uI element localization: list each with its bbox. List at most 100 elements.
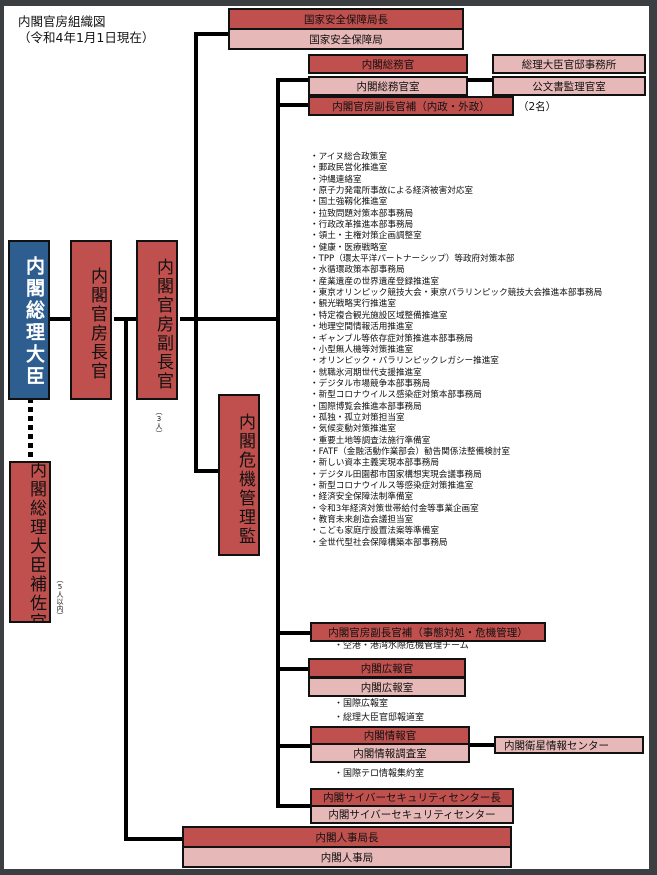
cyber-office-label: 内閣サイバーセキュリティセンター: [328, 809, 496, 821]
office-list-item: ・TPP（環太平洋パートナーシップ）等政府対策本部: [310, 254, 515, 265]
list-item: ・空港・港湾水際危機管理チーム: [334, 641, 469, 651]
offices-list: ・アイヌ総合政策室・郵政民営化推進室・沖縄連絡室・原子力発電所事故による経済被害…: [310, 152, 602, 549]
office-list-item: ・重要土地等調査法施行準備室: [310, 435, 431, 446]
connector-intel-satellite: [468, 743, 496, 747]
intelligence-sub-list: ・国際テロ情報集約室: [334, 768, 424, 782]
list-item: ・総理大臣官邸報道室: [334, 712, 425, 723]
list-item: ・国際テロ情報集約室: [334, 769, 425, 779]
office-list-item: ・FATF（金融活動作業部会）勧告関係法整備検討室: [310, 446, 511, 457]
office-list-item: ・全世代型社会保障構築本部事務局: [310, 537, 448, 548]
chief-cabinet-secretary-label: 内閣官房長官: [87, 267, 107, 381]
office-list-item: ・原子力発電所事故による経済被害対応室: [310, 186, 474, 197]
cyber-head-label: 内閣サイバーセキュリティセンター長: [323, 792, 501, 804]
prime-minister-box[interactable]: 内閣総理大臣: [8, 240, 50, 400]
connector-general-affairs: [276, 78, 310, 82]
asst-crisis-box[interactable]: 内閣官房副長官補（事態対処・危機管理）: [310, 622, 546, 642]
pr-office-box[interactable]: 内閣広報室: [308, 677, 466, 697]
cyber-office-box[interactable]: 内閣サイバーセキュリティセンター: [310, 805, 514, 824]
office-list-item: ・健康・医療戦略室: [310, 242, 388, 253]
office-list-item: ・デジタル田園都市国家構想実現会議事務局: [310, 469, 482, 480]
pr-head-label: 内閣広報官: [360, 662, 414, 675]
office-list-item: ・経済安全保障法制準備室: [310, 492, 414, 503]
satellite-center-box[interactable]: 内閣衛星情報センター: [494, 736, 644, 754]
pm-aides-box[interactable]: 内閣総理大臣補佐官: [9, 461, 51, 623]
personnel-head-label: 内閣人事局長: [315, 831, 379, 844]
public-records-office-label: 公文書監理官室: [532, 80, 606, 93]
office-list-item: ・観光戦略実行推進室: [310, 299, 396, 310]
pm-residence-office-label: 総理大臣官邸事務所: [521, 58, 617, 71]
office-list-item: ・拉致問題対策本部事務局: [310, 208, 414, 219]
connector-asst-domestic: [276, 103, 310, 107]
connector-pm-ccs: [48, 317, 72, 321]
general-affairs-head-box[interactable]: 内閣総務官: [308, 54, 468, 74]
office-list-item: ・地理空間情報活用推進室: [310, 322, 414, 333]
office-list-item: ・孤独・孤立対策担当室: [310, 412, 405, 423]
pr-office-label: 内閣広報室: [360, 681, 414, 694]
pr-head-box[interactable]: 内閣広報官: [308, 658, 466, 678]
connector-intelligence: [276, 744, 312, 748]
connector-right-trunk: [276, 78, 280, 808]
connector-pm-aides-dotted: [28, 398, 33, 460]
pm-aides-label: 内閣総理大臣補佐官: [26, 461, 46, 623]
connector-crisis-manager: [194, 469, 222, 473]
office-list-item: ・新型コロナウイルス等感染症対策推進室: [310, 480, 474, 491]
connector-main-trunk: [124, 317, 128, 841]
connector-ga-related: [466, 78, 496, 82]
title-date: （令和4年1月1日現在）: [18, 30, 155, 45]
satellite-center-label: 内閣衛星情報センター: [504, 739, 609, 752]
org-chart-page: 内閣官房組織図 （令和4年1月1日現在） 内閣総理大臣 内閣総理大臣補佐官 （5…: [4, 6, 649, 869]
office-list-item: ・東京オリンピック競技大会・東京パラリンピック競技大会推進本部事務局: [310, 288, 603, 299]
chief-cabinet-secretary-box[interactable]: 内閣官房長官: [70, 240, 112, 400]
pm-aides-note: （5人以内）: [56, 576, 64, 619]
title-text: 内閣官房組織図: [18, 14, 106, 29]
office-list-item: ・国土強靱化推進室: [310, 197, 388, 208]
office-list-item: ・新型コロナウイルス感染症対策本部事務局: [310, 390, 482, 401]
asst-domestic-foreign-note: （2名）: [518, 101, 557, 113]
office-list-item: ・就職氷河期世代支援推進室: [310, 367, 422, 378]
asst-crisis-label: 内閣官房副長官補（事態対処・危機管理）: [328, 626, 528, 639]
connector-nss: [194, 32, 230, 36]
nss-head-label: 国家安全保障局長: [304, 13, 388, 26]
office-list-item: ・気候変動対策推進室: [310, 424, 396, 435]
nss-office-label: 国家安全保障局: [309, 33, 383, 46]
intelligence-head-label: 内閣情報官: [363, 730, 417, 742]
office-list-item: ・国際博覧会推進本部事務局: [310, 401, 422, 412]
office-list-item: ・新しい資本主義実現本部事務局: [310, 458, 439, 469]
office-list-item: ・こども家庭庁設置法案等準備室: [310, 526, 439, 537]
connector-cyber: [276, 804, 312, 808]
list-item: ・国際広報室: [334, 699, 389, 709]
connector-asst-crisis: [276, 631, 312, 635]
office-list-item: ・産業遺産の世界遺産登録推進室: [310, 276, 439, 287]
chart-title: 内閣官房組織図 （令和4年1月1日現在）: [18, 14, 154, 46]
office-list-item: ・オリンピック・パラリンピックレガシー推進室: [310, 356, 499, 367]
asst-domestic-foreign-label: 内閣官房副長官補（内政・外政）: [332, 100, 490, 113]
personnel-office-box[interactable]: 内閣人事局: [182, 846, 512, 868]
intelligence-office-box[interactable]: 内閣情報調査室: [310, 743, 470, 763]
connector-dcs-right: [180, 317, 280, 321]
crisis-manager-label: 内閣危機管理監: [235, 412, 255, 546]
asst-domestic-foreign-box[interactable]: 内閣官房副長官補（内政・外政）: [308, 96, 514, 116]
nss-head-box[interactable]: 国家安全保障局長: [228, 8, 464, 30]
general-affairs-head-label: 内閣総務官: [361, 58, 415, 71]
pr-sub-list: ・国際広報室 ・総理大臣官邸報道室: [334, 698, 424, 725]
office-list-item: ・特定複合観光施設区域整備推進室: [310, 310, 448, 321]
intelligence-office-label: 内閣情報調査室: [353, 747, 427, 760]
office-list-item: ・小型無人機等対策推進室: [310, 344, 414, 355]
office-list-item: ・郵政民営化推進室: [310, 163, 388, 174]
crisis-manager-box[interactable]: 内閣危機管理監: [218, 394, 260, 556]
connector-nss-trunk: [194, 32, 198, 473]
nss-office-box[interactable]: 国家安全保障局: [228, 28, 464, 50]
office-list-item: ・教育未来創造会議担当室: [310, 515, 414, 525]
office-list-item: ・領土・主権対策企画調整室: [310, 231, 422, 242]
pm-residence-office-box[interactable]: 総理大臣官邸事務所: [492, 54, 646, 74]
office-list-item: ・行政改革推進本部事務局: [310, 220, 414, 231]
deputy-chief-note: （3人）: [155, 408, 163, 437]
general-affairs-office-box[interactable]: 内閣総務官室: [308, 76, 468, 96]
office-list-item: ・アイヌ総合政策室: [310, 152, 387, 162]
deputy-chief-box[interactable]: 内閣官房副長官: [136, 240, 178, 400]
personnel-head-box[interactable]: 内閣人事局長: [182, 826, 512, 848]
office-list-item: ・令和3年経済対策世帯給付金等事業企画室: [310, 503, 479, 514]
deputy-chief-label: 内閣官房副長官: [153, 257, 173, 391]
personnel-office-label: 内閣人事局: [320, 851, 374, 864]
public-records-office-box[interactable]: 公文書監理官室: [492, 76, 646, 96]
